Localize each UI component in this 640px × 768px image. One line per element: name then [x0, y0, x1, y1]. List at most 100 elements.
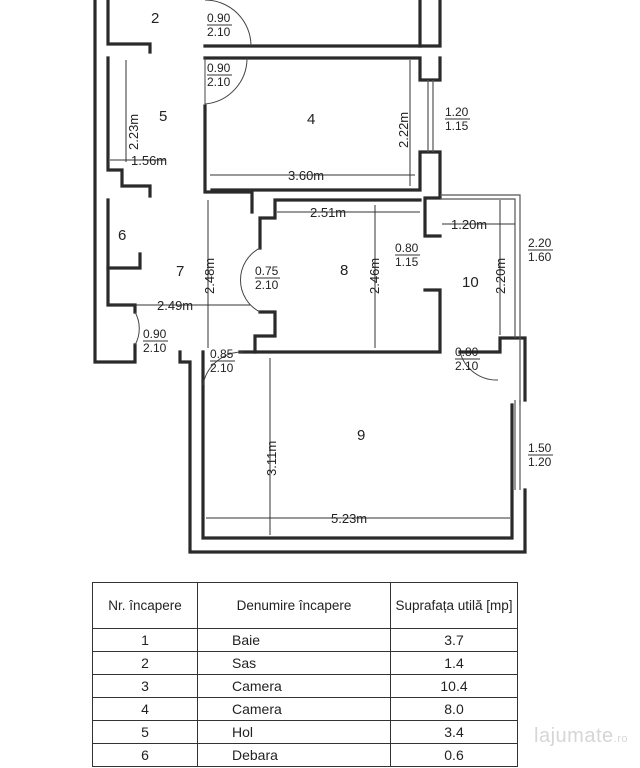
svg-text:0.90: 0.90 — [143, 327, 167, 341]
opening-o9: 0.80 2.10 — [455, 345, 480, 373]
room-number: 4 — [92, 697, 198, 721]
room-area: 10.4 — [390, 674, 518, 698]
dim-label-220: 2.20m — [493, 258, 508, 294]
table-row: 2 Sas 1.4 — [92, 651, 518, 675]
room-area: 8.0 — [390, 697, 518, 721]
room-area: 3.7 — [390, 628, 518, 652]
table-header-row: Nr. încapere Denumire încapere Suprafața… — [92, 582, 518, 629]
room-label-8: 8 — [340, 262, 348, 279]
svg-text:1.20: 1.20 — [528, 455, 552, 469]
room-name: Camera — [197, 697, 391, 721]
door-swing-9b — [459, 351, 499, 381]
door-swing-6 — [134, 311, 140, 346]
dim-label-311: 3.11m — [264, 441, 279, 476]
walls — [93, 0, 527, 554]
opening-labels: 0.90 2.10 0.90 2.10 1.20 1.15 0.80 1.15 … — [143, 11, 553, 469]
room-name: Sas — [197, 651, 391, 675]
svg-text:0.80: 0.80 — [455, 345, 479, 359]
table-row: 1 Baie 3.7 — [92, 628, 518, 652]
door-swing-4 — [204, 57, 248, 105]
wall-room4-bottom — [210, 150, 442, 238]
dim-label-248: 2.48m — [202, 258, 217, 294]
room-label-2: 2 — [151, 10, 159, 27]
room-label-10: 10 — [462, 274, 479, 291]
opening-o3: 1.20 1.15 — [445, 105, 470, 133]
wall-room6 — [106, 198, 137, 314]
table-row: 3 Camera 10.4 — [92, 674, 518, 698]
dimension-labels: 2.23m 1.56m 2.22m 3.60m 2.51m 1.20m 2.48… — [126, 112, 508, 526]
svg-text:0.90: 0.90 — [207, 11, 231, 25]
opening-o8: 0.85 2.10 — [210, 347, 235, 375]
room-label-7: 7 — [176, 263, 184, 280]
dim-label-156: 1.56m — [131, 153, 167, 168]
opening-o2: 0.90 2.10 — [207, 61, 232, 89]
dim-label-223: 2.23m — [126, 114, 141, 150]
dim-label-120: 1.20m — [451, 217, 487, 232]
opening-o10: 1.50 1.20 — [528, 441, 553, 469]
opening-o6: 0.75 2.10 — [255, 264, 280, 292]
room-area-table: Nr. încapere Denumire încapere Suprafața… — [92, 582, 518, 767]
svg-text:2.20: 2.20 — [528, 236, 552, 250]
watermark-logo: lajumate.ro — [534, 725, 628, 747]
room-area: 1.4 — [390, 651, 518, 675]
dim-label-222: 2.22m — [396, 112, 411, 148]
wall-top-right — [418, 0, 442, 48]
svg-text:1.50: 1.50 — [528, 441, 552, 455]
room-label-9: 9 — [357, 427, 365, 444]
svg-text:2.10: 2.10 — [255, 278, 279, 292]
room-number: 3 — [92, 674, 198, 698]
windows — [427, 80, 521, 490]
room-label-6: 6 — [118, 227, 126, 244]
dim-label-523: 5.23m — [331, 511, 367, 526]
header-room-name: Denumire încapere — [197, 582, 391, 629]
svg-text:2.10: 2.10 — [143, 341, 167, 355]
door-swing-7 — [239, 247, 261, 313]
wall-top-right2 — [203, 56, 442, 82]
wall-room8 — [258, 198, 422, 250]
table-row: 4 Camera 8.0 — [92, 697, 518, 721]
room-name: Baie — [197, 628, 391, 652]
svg-text:1.60: 1.60 — [528, 250, 552, 264]
svg-text:1.20: 1.20 — [445, 105, 469, 119]
svg-text:1.15: 1.15 — [445, 119, 469, 133]
floor-plan: 2 4 5 6 7 8 9 10 2.23m 1.56m 2.22m 3.60m… — [93, 0, 553, 554]
dim-label-251: 2.51m — [310, 205, 346, 220]
dim-label-360: 3.60m — [288, 168, 324, 183]
wall-room4-left — [203, 104, 254, 214]
table-row: 5 Hol 3.4 — [92, 720, 518, 744]
wall-debara-inner — [106, 252, 142, 270]
svg-text:2.10: 2.10 — [207, 75, 231, 89]
svg-text:0.85: 0.85 — [210, 347, 234, 361]
opening-o4: 0.80 1.15 — [395, 241, 420, 269]
header-room-number: Nr. încapere — [92, 582, 198, 629]
door-swing-2 — [204, 0, 252, 47]
room-labels: 2 4 5 6 7 8 9 10 — [118, 10, 479, 444]
room-number: 1 — [92, 628, 198, 652]
dim-label-249: 2.49m — [157, 298, 193, 313]
svg-text:0.80: 0.80 — [395, 241, 419, 255]
wall-room8-lower — [253, 288, 442, 354]
window-room9 — [514, 400, 521, 490]
opening-o5: 2.20 1.60 — [528, 236, 553, 264]
svg-text:2.10: 2.10 — [210, 361, 234, 375]
room-name: Hol — [197, 720, 391, 744]
svg-text:2.10: 2.10 — [207, 25, 231, 39]
dimension-lines — [110, 60, 515, 535]
header-usable-area: Suprafața utilă [mp] — [390, 582, 518, 629]
opening-o7: 0.90 2.10 — [143, 327, 168, 355]
wall-room9-inner — [201, 350, 514, 540]
room-area: 3.4 — [390, 720, 518, 744]
room-number: 2 — [92, 651, 198, 675]
wall-room9-right — [458, 336, 527, 402]
svg-text:0.75: 0.75 — [255, 264, 279, 278]
svg-text:2.10: 2.10 — [455, 359, 479, 373]
room-label-5: 5 — [159, 108, 167, 125]
room-name: Debara — [197, 743, 391, 767]
room-area: 0.6 — [390, 743, 518, 767]
wall-room9 — [178, 350, 527, 554]
window-room4 — [427, 80, 434, 152]
svg-text:0.90: 0.90 — [207, 61, 231, 75]
wall-outer-left — [93, 0, 137, 364]
svg-text:1.15: 1.15 — [395, 255, 419, 269]
balcony-outline — [440, 194, 521, 405]
